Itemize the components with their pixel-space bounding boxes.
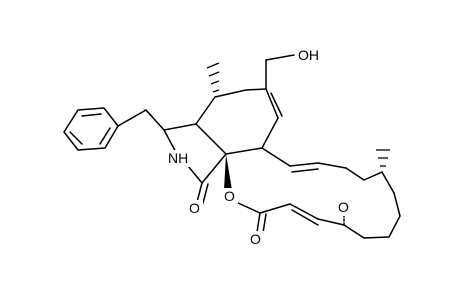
methyl-hash-top [206,62,220,93]
wedge-bond [224,154,232,190]
cyclohexene-ring [195,54,295,155]
methyl-hash-ring [376,149,390,167]
label-nh: NH [168,150,188,166]
label-o-ester: O [224,188,235,204]
macrocycle-chain [237,147,401,239]
label-o-ester-carbonyl: O [250,231,261,247]
atom-labels: OH NH O O O O [165,47,352,248]
label-o-carbonyl: O [189,200,200,216]
label-o-ring: O [338,199,349,215]
label-oh-top: OH [298,47,319,63]
phenyl-ring [63,107,119,151]
isoindolone-core [117,108,227,204]
